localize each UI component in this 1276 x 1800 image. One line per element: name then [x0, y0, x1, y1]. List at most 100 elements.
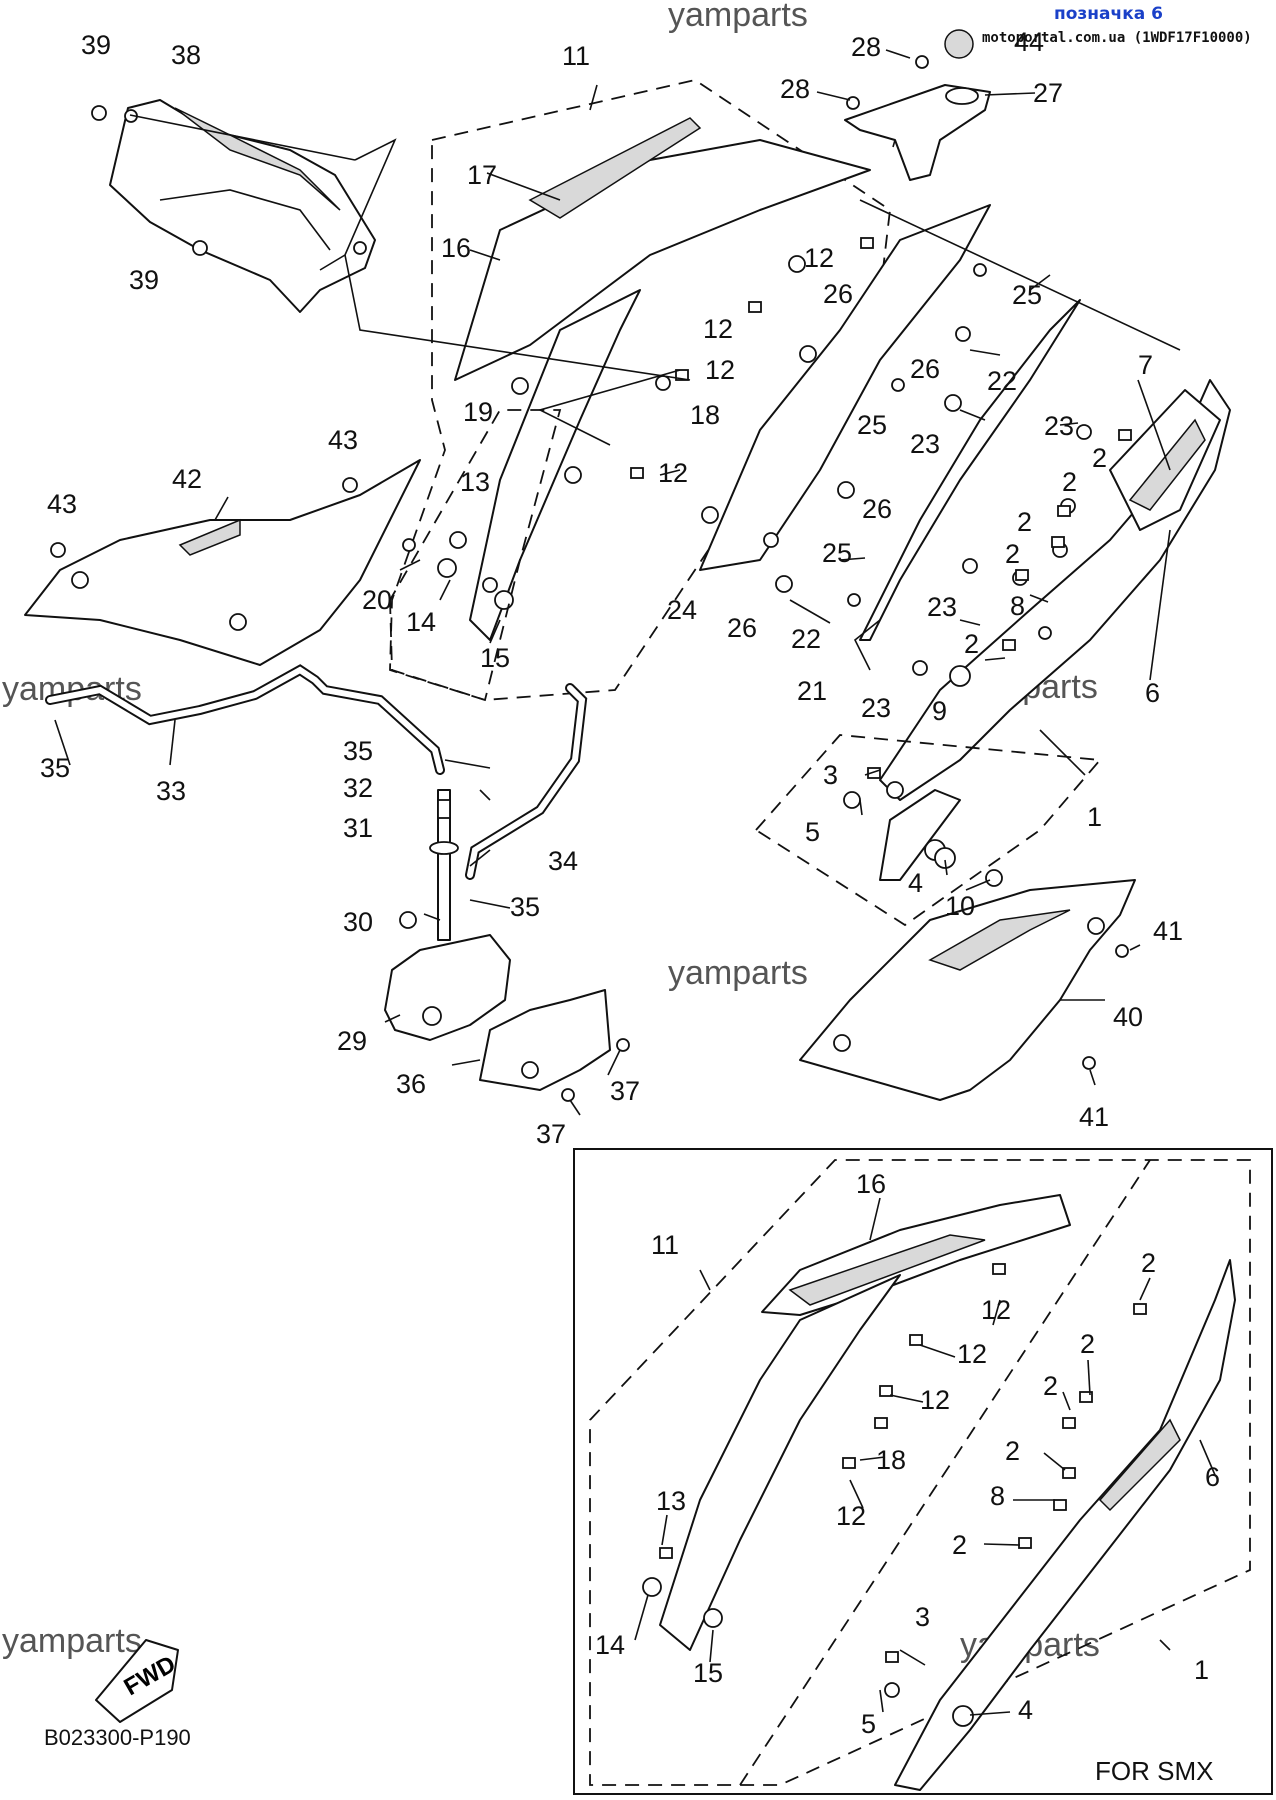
screw-41-a — [1115, 944, 1129, 958]
callout-2: 2 — [1092, 443, 1107, 473]
inset-callout-13: 13 — [656, 1486, 686, 1516]
screw-43-b — [50, 542, 66, 558]
clip-nuts-12 — [630, 237, 1132, 651]
callout-8: 8 — [1010, 591, 1025, 621]
watermark: yamparts — [2, 1622, 142, 1660]
inset-callout-16: 16 — [856, 1169, 886, 1199]
bolt-28-b — [846, 96, 860, 110]
frame-rail-right — [859, 299, 1081, 641]
callout-2: 2 — [1005, 539, 1020, 569]
screw-39-top — [91, 105, 107, 121]
callout-39: 39 — [81, 30, 111, 60]
callout-25: 25 — [857, 410, 887, 440]
callout-16: 16 — [441, 233, 471, 263]
inset-title: FOR SMX — [1095, 1756, 1213, 1786]
screw-37-a — [616, 1038, 630, 1052]
callout-32: 32 — [343, 773, 373, 803]
callout-35: 35 — [40, 753, 70, 783]
callout-27: 27 — [1033, 78, 1063, 108]
inset-callout-12: 12 — [920, 1385, 950, 1415]
inset-callout-4: 4 — [1018, 1695, 1033, 1725]
inset-callout-6: 6 — [1205, 1462, 1220, 1492]
callout-38: 38 — [171, 40, 201, 70]
bolt-28-a — [915, 55, 929, 69]
callout-26: 26 — [910, 354, 940, 384]
callout-2: 2 — [1017, 507, 1032, 537]
callout-24: 24 — [667, 595, 697, 625]
callout-44: 44 — [1014, 27, 1044, 57]
inset-callout-2: 2 — [1080, 1329, 1095, 1359]
callout-20: 20 — [362, 585, 392, 615]
diagram-tag-label: позначка 6 — [1054, 4, 1163, 24]
callout-11: 11 — [562, 41, 590, 71]
callout-23: 23 — [910, 429, 940, 459]
seat-side-panel-38 — [109, 99, 376, 313]
side-cover-42 — [24, 459, 421, 666]
canister-29 — [384, 789, 511, 1041]
callout-26: 26 — [823, 279, 853, 309]
callout-9: 9 — [932, 696, 947, 726]
inset-callout-5: 5 — [861, 1709, 876, 1739]
callout-35: 35 — [343, 736, 373, 766]
callout-26: 26 — [862, 494, 892, 524]
inset-side-cover-16 — [761, 1194, 1071, 1316]
group-outline-lower — [389, 409, 562, 702]
callout-12: 12 — [658, 458, 688, 488]
callout-22: 22 — [791, 624, 821, 654]
callout-42: 42 — [172, 464, 202, 494]
callout-36: 36 — [396, 1069, 426, 1099]
callout-23: 23 — [861, 693, 891, 723]
callout-19: 19 — [463, 397, 493, 427]
callout-25: 25 — [1012, 280, 1042, 310]
callout-28: 28 — [780, 74, 810, 104]
callout-33: 33 — [156, 776, 186, 806]
inset-divider — [739, 1159, 1151, 1786]
callout-43: 43 — [328, 425, 358, 455]
side-cover-40 — [799, 879, 1136, 1101]
watermark: yamparts — [668, 0, 808, 34]
inset-callout-1: 1 — [1194, 1655, 1209, 1685]
screw-37-b — [561, 1088, 575, 1102]
callout-6: 6 — [1145, 678, 1160, 708]
callout-23: 23 — [927, 592, 957, 622]
callout-28: 28 — [851, 32, 881, 62]
callouts-inset: 16 11 12 2 12 2 12 2 18 2 6 13 12 8 2 14… — [595, 1169, 1220, 1739]
hose-34 — [465, 683, 588, 880]
cap-44 — [944, 29, 974, 59]
group-outline-11 — [389, 79, 891, 701]
source-label: motoportal.com.ua (1WDF17F10000) — [982, 30, 1252, 46]
callout-40: 40 — [1113, 1002, 1143, 1032]
callout-4: 4 — [908, 868, 923, 898]
callout-23: 23 — [1044, 411, 1074, 441]
inset-callout-11: 11 — [651, 1230, 679, 1260]
callout-18: 18 — [690, 400, 720, 430]
decal-17 — [528, 117, 702, 219]
inset-group-outline — [589, 1159, 1251, 1786]
diagram-code: B023300-P190 — [44, 1725, 191, 1750]
inset-frame-rail — [642, 1274, 901, 1651]
inset-callout-2: 2 — [1043, 1371, 1058, 1401]
callout-25: 25 — [822, 538, 852, 568]
callout-12: 12 — [804, 243, 834, 273]
callout-22: 22 — [987, 366, 1017, 396]
callouts-main: 39 38 39 11 17 16 28 28 44 27 12 26 25 1… — [40, 27, 1183, 1149]
callout-41: 41 — [1153, 916, 1183, 946]
callout-29: 29 — [337, 1026, 367, 1056]
side-cover-16 — [454, 117, 871, 381]
screw-39-bottom — [192, 240, 208, 256]
inset-callout-12: 12 — [957, 1339, 987, 1369]
watermark: yamparts — [668, 954, 808, 992]
inset-callout-8: 8 — [990, 1481, 1005, 1511]
inset-callout-12: 12 — [981, 1295, 1011, 1325]
callout-30: 30 — [343, 907, 373, 937]
callout-13: 13 — [460, 467, 490, 497]
callout-3: 3 — [823, 760, 838, 790]
callout-34: 34 — [548, 846, 578, 876]
callout-37: 37 — [536, 1119, 566, 1149]
group-outline-1 — [754, 734, 1102, 927]
callout-41: 41 — [1079, 1102, 1109, 1132]
callout-1: 1 — [1087, 802, 1102, 832]
inset-callout-2: 2 — [952, 1530, 967, 1560]
grab-bracket-27 — [844, 84, 991, 181]
callout-14: 14 — [406, 607, 436, 637]
